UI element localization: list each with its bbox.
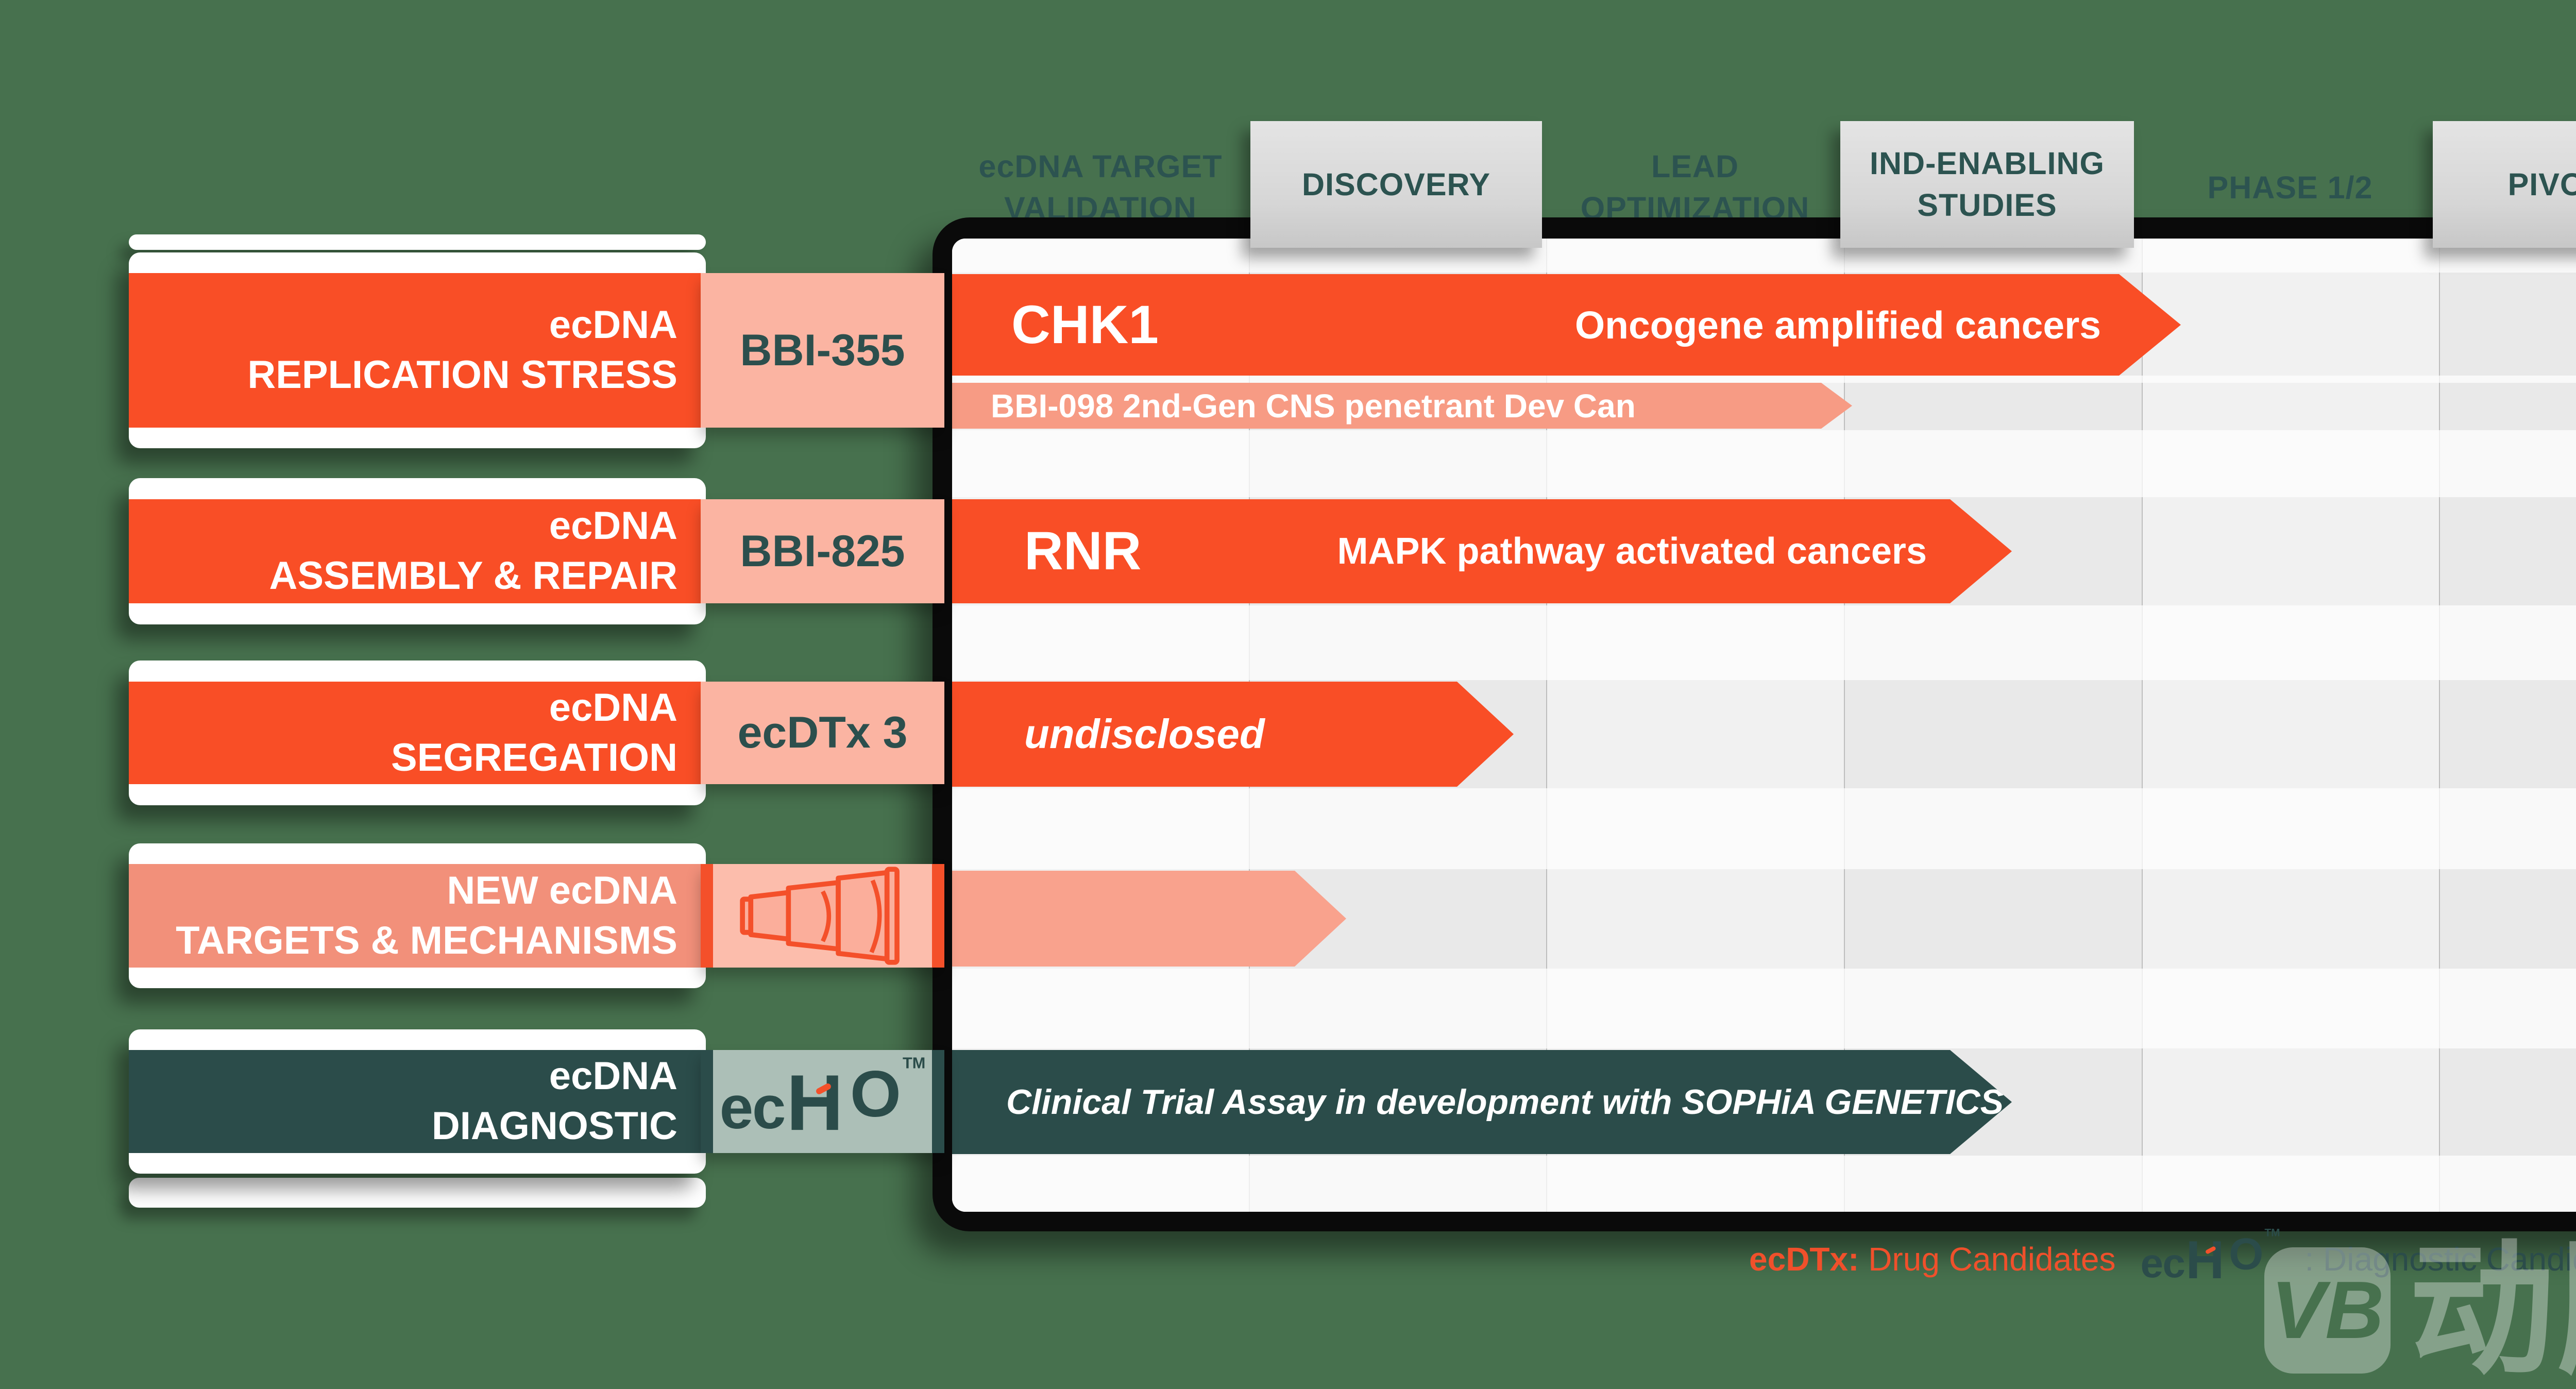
category-line: SEGREGATION [391, 735, 677, 780]
phase-header-line: STUDIES [1917, 188, 2057, 223]
legend-diagnostic-candidate: : Diagnostic Candidate [2304, 1241, 2576, 1278]
category-line: DIAGNOSTIC [431, 1104, 677, 1148]
phase-header-phase-1-2: PHASE 1/2 [2110, 128, 2470, 247]
phase-header-line: IND-ENABLING [1870, 146, 2105, 181]
vb-logo-letters: VB [2270, 1264, 2384, 1356]
row-gap [952, 969, 2576, 1048]
candidate-label: BBI-825 [740, 526, 905, 576]
arrow-bbi825-rnr: RNR MAPK pathway activated cancers [952, 499, 2012, 603]
arrow-bbi098: BBI-098 2nd-Gen CNS penetrant Dev Can [952, 383, 1852, 429]
category-card-diagnostic: ecDNA DIAGNOSTIC [129, 1029, 706, 1174]
category-line: NEW ecDNA [447, 868, 677, 912]
phase-header-line: LEAD [1651, 149, 1739, 184]
candidate-box-bbi-355: BBI-355 [701, 273, 944, 428]
row-gap [952, 376, 2576, 383]
category-line: ecDNA [549, 1054, 677, 1098]
arrow-bbi355-chk1: CHK1 Oncogene amplified cancers [952, 274, 2181, 376]
legend-drug-candidates: ecDTx: Drug Candidates [1749, 1240, 2115, 1278]
candidate-box-ecdtx-3: ecDTx 3 [701, 682, 944, 784]
legend-ecdtx-prefix: ecDTx: [1749, 1241, 1859, 1278]
row-gap [952, 239, 2576, 273]
arrow-new-targets [952, 871, 1346, 967]
category-line: ecDNA [549, 303, 677, 347]
echo-logo-h: H [786, 1058, 844, 1147]
category-line: ecDNA [549, 504, 677, 548]
category-line: ASSEMBLY & REPAIR [269, 554, 677, 598]
arrow-target-label: RNR [1024, 521, 1142, 581]
category-band: ecDNA REPLICATION STRESS [129, 273, 706, 428]
arrow-indication-label: Oncogene amplified cancers [1574, 303, 2101, 347]
arrow-indication-label: MAPK pathway activated cancers [1337, 531, 1927, 572]
echo-logo-ec: ec [2140, 1240, 2185, 1286]
echo-logo-o: O [2229, 1229, 2264, 1279]
phase-column-phase-1-2 [2141, 239, 2439, 1212]
row-gap [952, 788, 2576, 869]
phase-header-line: ecDNA TARGET [978, 149, 1223, 184]
arrow-label: BBI-098 2nd-Gen CNS penetrant Dev Can [991, 387, 1636, 425]
legend-drug-text: Drug Candidates [1859, 1241, 2116, 1278]
phase-header-line: PIVOTAL [2507, 166, 2576, 202]
category-band: ecDNA ASSEMBLY & REPAIR [129, 499, 706, 603]
category-line: ecDNA [549, 685, 677, 730]
category-line: REPLICATION STRESS [247, 353, 677, 397]
phase-header-ecdna-target-validation: ecDNA TARGET VALIDATION [920, 128, 1281, 247]
echo-logo-ec: ec [719, 1074, 786, 1142]
phase-header-ind-enabling-studies: IND-ENABLING STUDIES [1840, 121, 2134, 248]
telescope-icon [739, 867, 900, 965]
category-card-replication-stress: ecDNA REPLICATION STRESS [129, 252, 706, 448]
candidate-label: BBI-355 [740, 325, 905, 375]
phase-header-pivotal: PIVOTAL [2433, 121, 2576, 248]
row-gap [952, 430, 2576, 497]
phase-header-line: DISCOVERY [1301, 166, 1491, 202]
candidate-box-new-targets [701, 864, 944, 968]
arrow-diagnostic-assay: Clinical Trial Assay in development with… [952, 1050, 2012, 1154]
card-sliver [129, 1178, 706, 1208]
arrow-label: Clinical Trial Assay in development with… [1006, 1082, 2004, 1122]
phase-header-line: PHASE 1/2 [2207, 170, 2373, 205]
trademark-mark: TM [903, 1054, 926, 1073]
watermark: VB 动脉网 [2264, 1238, 2576, 1383]
category-card-segregation: ecDNA SEGREGATION [129, 660, 706, 805]
category-card-assembly-repair: ecDNA ASSEMBLY & REPAIR [129, 478, 706, 624]
echo-logo-o: O [850, 1058, 901, 1131]
category-band: ecDNA DIAGNOSTIC [129, 1050, 706, 1153]
category-band: NEW ecDNA TARGETS & MECHANISMS [129, 864, 706, 968]
vb-logo: VB [2264, 1247, 2391, 1374]
arrow-label: undisclosed [1024, 711, 1265, 757]
category-band: ecDNA SEGREGATION [129, 682, 706, 784]
phase-column-pivotal [2439, 239, 2576, 1212]
row-gap [952, 605, 2576, 680]
candidate-box-bbi-825: BBI-825 [701, 499, 944, 603]
arrow-ecdtx3-undisclosed: undisclosed [952, 682, 1514, 787]
category-card-new-targets: NEW ecDNA TARGETS & MECHANISMS [129, 843, 706, 988]
pipeline-grid: CHK1 Oncogene amplified cancers BBI-098 … [952, 239, 2576, 1212]
trademark-mark: TM [2264, 1227, 2280, 1239]
pipeline-panel: CHK1 Oncogene amplified cancers BBI-098 … [933, 217, 2576, 1231]
card-sliver [129, 234, 706, 250]
arrow-target-label: CHK1 [1011, 294, 1159, 355]
echo-logo-h: H [2185, 1230, 2225, 1291]
candidate-label: ecDTx 3 [737, 708, 908, 757]
watermark-text: 动脉网 [2409, 1229, 2576, 1389]
phase-column-ind-enabling [1844, 239, 2142, 1212]
category-line: TARGETS & MECHANISMS [176, 918, 677, 962]
row-gap [952, 1156, 2576, 1212]
phase-header-discovery: DISCOVERY [1250, 121, 1542, 248]
